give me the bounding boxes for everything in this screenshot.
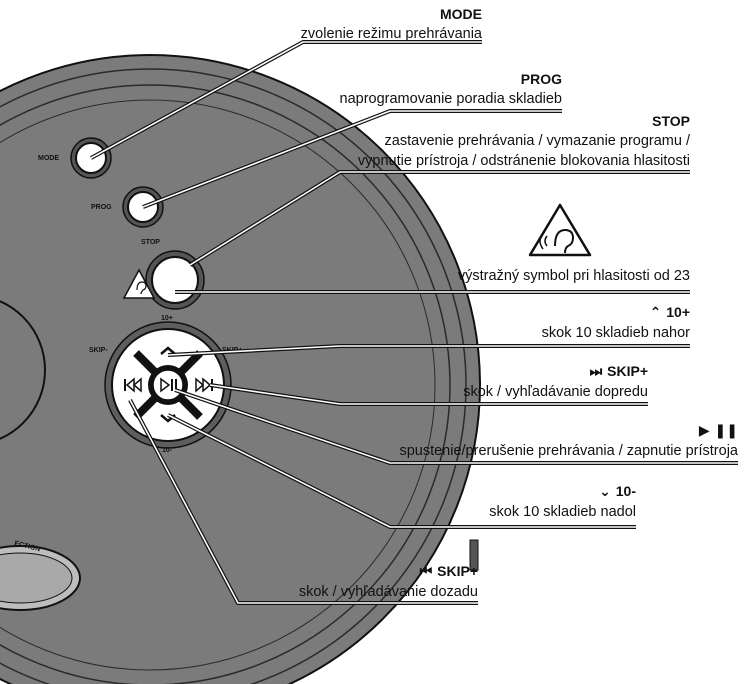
callout-prog: PROG naprogramovanie poradia skladieb bbox=[340, 69, 562, 109]
callout-skip-back-title: ⏮ SKIP+ bbox=[299, 561, 478, 582]
callout-up-title: ⌃ 10+ bbox=[542, 302, 690, 323]
callout-up-title-text: 10+ bbox=[666, 304, 690, 320]
device-body bbox=[0, 54, 481, 684]
inner-disc bbox=[0, 300, 46, 440]
skip-previous-icon: ⏮ bbox=[419, 564, 438, 580]
callout-skip-fwd-desc: skok / vyhľadávanie dopredu bbox=[463, 384, 648, 400]
callout-play: ▶ ❚❚ spustenie/prerušenie prehrávania / … bbox=[399, 420, 738, 461]
callout-skip-back-desc: skok / vyhľadávanie dozadu bbox=[298, 584, 478, 600]
down-device-label: 10- bbox=[162, 447, 173, 454]
callout-warning-desc: výstražný symbol pri hlasitosti od 23 bbox=[457, 268, 690, 284]
callout-stop: STOP zastavenie prehrávania / vymazanie … bbox=[358, 111, 690, 171]
callout-up-desc: skok 10 skladieb nahor bbox=[541, 325, 690, 341]
callout-prog-title: PROG bbox=[520, 71, 562, 87]
skip-next-icon: ⏭ bbox=[589, 364, 608, 380]
callout-mode-desc: zvolenie režimu prehrávania bbox=[300, 26, 482, 42]
callout-up: ⌃ 10+ skok 10 skladieb nahor bbox=[542, 302, 690, 343]
leader-lines bbox=[90, 40, 738, 605]
hearing-warning-icon bbox=[528, 203, 592, 257]
device-warning-icon bbox=[122, 268, 156, 299]
device-ring-mid bbox=[0, 84, 451, 684]
device-ring-outer bbox=[0, 68, 467, 684]
play-pause-icon: ▶ ❚❚ bbox=[698, 423, 738, 439]
callout-stop-desc-1: zastavenie prehrávania / vymazanie progr… bbox=[384, 133, 690, 149]
chevron-down-icon: ⌄ bbox=[599, 484, 616, 500]
skip-back-button[interactable] bbox=[124, 377, 142, 393]
chevron-up-icon bbox=[160, 346, 176, 355]
callout-stop-title: STOP bbox=[652, 113, 690, 129]
mode-device-label: MODE bbox=[38, 155, 59, 162]
callout-prog-desc: naprogramovanie poradia skladieb bbox=[339, 91, 562, 107]
stop-device-label: STOP bbox=[141, 239, 160, 246]
prog-device-label: PROG bbox=[91, 204, 112, 211]
skip-minus-device-label: SKIP- bbox=[89, 347, 108, 354]
device-ring-inner bbox=[0, 99, 436, 671]
callout-skip-fwd-title: ⏭ SKIP+ bbox=[463, 361, 648, 382]
callout-skip-fwd: ⏭ SKIP+ skok / vyhľadávanie dopredu bbox=[463, 361, 648, 402]
callout-down: ⌄ 10- skok 10 skladieb nadol bbox=[489, 481, 636, 522]
side-tab bbox=[469, 539, 479, 571]
callout-skip-back-title-text: SKIP+ bbox=[437, 563, 478, 579]
callout-stop-desc-2: vypnutie prístroja / odstránenie blokova… bbox=[357, 153, 690, 169]
callout-mode-title: MODE bbox=[440, 6, 482, 22]
skip-previous-icon bbox=[124, 377, 142, 393]
callout-down-title-text: 10- bbox=[615, 483, 636, 499]
callout-mode: MODE zvolenie režimu prehrávania bbox=[301, 4, 482, 44]
selection-button-inner bbox=[0, 552, 73, 604]
callout-down-title: ⌄ 10- bbox=[489, 481, 636, 502]
callout-down-desc: skok 10 skladieb nadol bbox=[489, 504, 636, 520]
callout-skip-fwd-title-text: SKIP+ bbox=[607, 363, 648, 379]
up-device-label: 10+ bbox=[161, 315, 173, 322]
up-button[interactable] bbox=[160, 346, 176, 355]
callout-play-desc: spustenie/prerušenie prehrávania / zapnu… bbox=[399, 443, 738, 459]
callout-play-title: ▶ ❚❚ bbox=[399, 420, 738, 441]
chevron-up-icon: ⌃ bbox=[649, 305, 667, 321]
callout-skip-back: ⏮ SKIP+ skok / vyhľadávanie dozadu bbox=[299, 561, 478, 602]
callout-warning: výstražný symbol pri hlasitosti od 23 bbox=[458, 266, 690, 286]
